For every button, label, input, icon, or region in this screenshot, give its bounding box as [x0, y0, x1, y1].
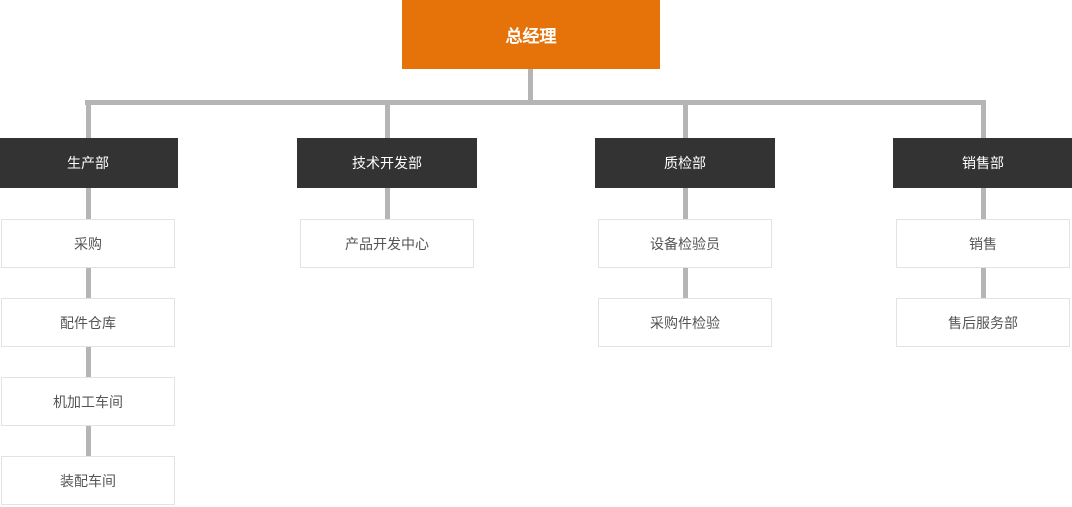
connector-root-stem [528, 69, 533, 100]
org-node-child-label: 配件仓库 [60, 314, 116, 331]
org-node-dept-label: 技术开发部 [352, 155, 422, 171]
org-node-child-label: 产品开发中心 [345, 235, 429, 252]
org-node-dept-qa: 质检部 [595, 138, 775, 188]
connector-line [86, 347, 91, 377]
connector-drop [981, 105, 986, 138]
org-node-child-label: 装配车间 [60, 472, 116, 489]
connector-drop [385, 105, 390, 138]
org-node-child: 机加工车间 [1, 377, 175, 426]
org-node-dept-label: 销售部 [962, 155, 1004, 171]
org-node-child: 销售 [896, 219, 1070, 268]
connector-top-bar [85, 100, 986, 105]
org-node-dept-tech: 技术开发部 [297, 138, 477, 188]
org-node-child-label: 售后服务部 [948, 314, 1018, 331]
connector-drop [86, 105, 91, 138]
connector-line [981, 188, 986, 219]
org-node-child: 配件仓库 [1, 298, 175, 347]
org-node-child-label: 机加工车间 [53, 393, 123, 410]
org-node-child: 产品开发中心 [300, 219, 474, 268]
connector-line [86, 188, 91, 219]
org-node-child-label: 采购件检验 [650, 314, 720, 331]
org-node-child: 设备检验员 [598, 219, 772, 268]
org-node-child: 采购 [1, 219, 175, 268]
org-node-child-label: 采购 [74, 235, 102, 252]
org-node-child: 售后服务部 [896, 298, 1070, 347]
org-node-child: 采购件检验 [598, 298, 772, 347]
org-node-child: 装配车间 [1, 456, 175, 505]
org-node-root: 总经理 [402, 0, 660, 69]
org-node-root-label: 总经理 [505, 27, 557, 46]
org-node-dept-label: 质检部 [664, 155, 706, 171]
connector-line [385, 188, 390, 219]
connector-line [981, 268, 986, 298]
org-node-child-label: 设备检验员 [650, 235, 720, 252]
org-node-dept-production: 生产部 [0, 138, 178, 188]
connector-line [86, 426, 91, 456]
org-node-dept-label: 生产部 [67, 155, 109, 171]
org-node-dept-sales: 销售部 [893, 138, 1072, 188]
connector-line [86, 268, 91, 298]
connector-line [683, 188, 688, 219]
connector-drop [683, 105, 688, 138]
org-node-child-label: 销售 [969, 235, 997, 252]
connector-line [683, 268, 688, 298]
